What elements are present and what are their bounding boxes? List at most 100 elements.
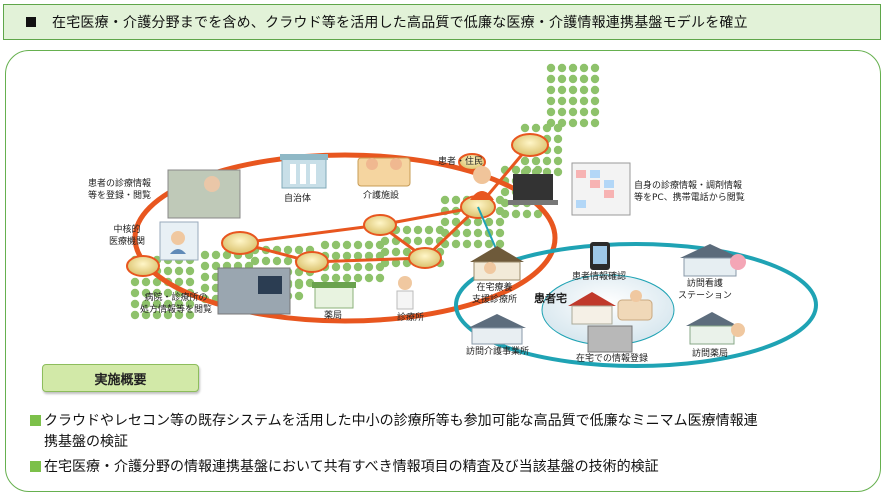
map-dot [130, 277, 140, 287]
map-dot [283, 245, 293, 255]
map-dot [163, 310, 173, 320]
label-patient-home: 患者宅 [534, 292, 567, 305]
network-nodes [126, 133, 549, 277]
pharmacy-icon [312, 282, 356, 309]
map-dot [553, 134, 563, 144]
map-dot [553, 167, 563, 177]
map-dot [473, 239, 483, 249]
green-square-bullet-icon [30, 415, 41, 426]
map-dot [174, 299, 184, 309]
map-dot [283, 256, 293, 266]
map-dot [546, 85, 556, 95]
label-core-institution: 中核的医療機関 [109, 225, 146, 247]
map-dot [130, 310, 140, 320]
map-dot [261, 256, 271, 266]
map-dot [500, 187, 510, 197]
square-bullet-icon [26, 17, 36, 27]
map-dot [568, 74, 578, 84]
map-dot [353, 273, 363, 283]
map-dot [568, 63, 578, 73]
map-dot [141, 277, 151, 287]
map-dot [462, 228, 472, 238]
map-dot [546, 107, 556, 117]
map-dot [331, 251, 341, 261]
map-dot [440, 195, 450, 205]
map-dot [364, 240, 374, 250]
doctor-registration-photo [167, 169, 241, 219]
map-dot [375, 273, 385, 283]
map-dot [130, 288, 140, 298]
map-dot [520, 156, 530, 166]
map-dot [533, 165, 543, 175]
map-dot [152, 288, 162, 298]
map-dot [320, 240, 330, 250]
label-visiting-care-office: 訪問介護事業所 [466, 347, 530, 357]
map-dot [331, 262, 341, 272]
label-hospital-prescription: 病院・診療所の処方情報等を閲覧 [140, 293, 213, 315]
home-care-ring [454, 242, 818, 368]
map-dot [590, 96, 600, 106]
map-dot [185, 299, 195, 309]
map-dot [553, 123, 563, 133]
map-dot [185, 277, 195, 287]
green-square-bullet-icon [30, 461, 41, 472]
map-dot [200, 283, 210, 293]
label-care-facility: 介護施設 [363, 191, 400, 201]
map-dot [141, 299, 151, 309]
map-dot [130, 299, 140, 309]
label-home-support-clinic: 在宅療養支援診療所 [472, 283, 518, 305]
map-dot [579, 107, 589, 117]
map-dot [222, 250, 232, 260]
home-support-clinic-icon [470, 246, 524, 281]
map-dot [331, 273, 341, 283]
map-dot [364, 262, 374, 272]
map-dot [579, 85, 589, 95]
map-dot [495, 217, 505, 227]
map-dot [353, 251, 363, 261]
map-dot [557, 107, 567, 117]
map-dot [484, 217, 494, 227]
map-dot [294, 280, 304, 290]
map-dot [511, 165, 521, 175]
map-dot [542, 156, 552, 166]
map-dot [522, 165, 532, 175]
care-facility-icon [357, 157, 411, 187]
patient-resident-icon [470, 166, 494, 200]
map-dot [200, 272, 210, 282]
map-dot [342, 251, 352, 261]
content-frame [5, 50, 881, 492]
core-hospital-icon [159, 221, 199, 261]
map-dot [590, 107, 600, 117]
map-dot [141, 288, 151, 298]
map-dot [568, 85, 578, 95]
label-home-info-registration: 在宅での情報登録 [576, 354, 649, 364]
map-dot [174, 266, 184, 276]
map-dot [331, 240, 341, 250]
map-dot [413, 236, 423, 246]
label-clinic: 診療所 [397, 313, 425, 323]
map-dot [375, 240, 385, 250]
map-dot [342, 273, 352, 283]
mobile-phone-icon [590, 242, 610, 270]
map-dot [272, 256, 282, 266]
map-dot [484, 239, 494, 249]
map-dot [353, 240, 363, 250]
map-dot [200, 261, 210, 271]
map-dot [250, 256, 260, 266]
map-dot [546, 96, 556, 106]
map-dot [451, 195, 461, 205]
map-dot [364, 251, 374, 261]
map-dot [520, 123, 530, 133]
label-self-view: 自身の診療情報・調剤情報等をPC、携帯電話から閲覧 [634, 181, 745, 203]
map-dot [462, 239, 472, 249]
map-dot [435, 225, 445, 235]
map-dot [579, 96, 589, 106]
map-dot [546, 63, 556, 73]
map-dot [200, 250, 210, 260]
map-dot [342, 240, 352, 250]
map-dot [174, 310, 184, 320]
summary-title: 実施概要 [42, 364, 199, 392]
map-dot [375, 262, 385, 272]
visiting-care-office-icon [468, 314, 526, 345]
